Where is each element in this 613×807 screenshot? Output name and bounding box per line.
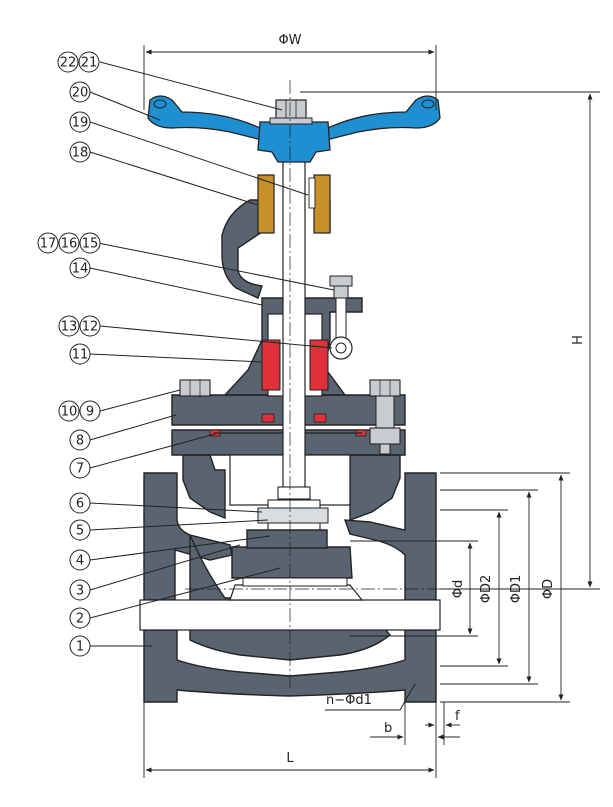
dim-L-label: L bbox=[286, 751, 294, 766]
callout-circle bbox=[69, 81, 91, 103]
callout-circle bbox=[37, 232, 59, 254]
callout-circle bbox=[58, 400, 80, 422]
callout-number: 8 bbox=[76, 434, 84, 449]
callout-number: 21 bbox=[81, 56, 98, 71]
callout-6: 6 bbox=[69, 492, 91, 514]
dim-L: L bbox=[143, 702, 437, 778]
callout-13-12: 13 12 bbox=[58, 315, 101, 337]
callout-number: 2 bbox=[76, 612, 84, 627]
callout-circle bbox=[69, 141, 91, 163]
callout-number: 9 bbox=[86, 405, 94, 420]
dim-W-label: ΦW bbox=[278, 33, 301, 48]
callout-number: 6 bbox=[76, 497, 84, 512]
dim-D: ΦD bbox=[440, 472, 570, 703]
callout-3: 3 bbox=[69, 579, 91, 601]
handwheel bbox=[147, 95, 441, 163]
callout-circle bbox=[69, 607, 91, 629]
callout-number: 22 bbox=[60, 56, 77, 71]
dim-b-f: b f bbox=[370, 702, 460, 745]
callout-number: 16 bbox=[61, 237, 78, 252]
lock-pin bbox=[308, 177, 316, 209]
callout-circle bbox=[69, 429, 91, 451]
valve-disc bbox=[231, 529, 353, 587]
callout-circle bbox=[69, 257, 91, 279]
callout-circle bbox=[69, 457, 91, 479]
packing bbox=[209, 339, 367, 437]
callout-4: 4 bbox=[69, 549, 91, 571]
yoke bbox=[221, 199, 263, 299]
callout-10-9: 10 9 bbox=[58, 400, 101, 422]
callout-number: 12 bbox=[82, 320, 99, 335]
dim-nd1-label: n−Φd1 bbox=[326, 693, 372, 708]
callout-circle bbox=[69, 519, 91, 541]
callout-circle bbox=[78, 51, 100, 73]
dim-nd1: n−Φd1 bbox=[325, 683, 416, 711]
bonnet-bolt-left bbox=[179, 379, 211, 397]
callout-circle bbox=[79, 232, 101, 254]
left-flange bbox=[143, 472, 233, 601]
callout-1: 1 bbox=[69, 635, 91, 657]
body-neck-right bbox=[349, 454, 401, 521]
callout-7: 7 bbox=[69, 457, 91, 479]
dim-H-label: H bbox=[571, 335, 586, 345]
dim-D1: ΦD1 bbox=[440, 489, 538, 685]
callout-circle bbox=[58, 315, 80, 337]
callout-circle bbox=[79, 400, 101, 422]
dim-W: ΦW bbox=[143, 33, 437, 110]
dim-D1-label: ΦD1 bbox=[509, 575, 524, 604]
callout-circle bbox=[69, 343, 91, 365]
dim-D2-label: ΦD2 bbox=[479, 575, 494, 604]
callout-20: 20 bbox=[69, 81, 91, 103]
callout-5: 5 bbox=[69, 519, 91, 541]
callout-number: 17 bbox=[40, 237, 57, 252]
dim-D2: ΦD2 bbox=[440, 509, 508, 667]
callout-14: 14 bbox=[69, 257, 91, 279]
callout-number: 14 bbox=[72, 262, 89, 277]
callout-circle bbox=[57, 51, 79, 73]
seat-cavity bbox=[229, 584, 364, 601]
callout-leaders bbox=[89, 61, 335, 647]
handwheel-nut bbox=[269, 99, 313, 125]
callout-17-16-15: 17 16 15 bbox=[37, 232, 101, 254]
callout-18: 18 bbox=[69, 141, 91, 163]
callout-number: 18 bbox=[72, 146, 89, 161]
callout-number: 13 bbox=[61, 320, 78, 335]
callout-number: 10 bbox=[61, 405, 78, 420]
callout-number: 1 bbox=[76, 640, 84, 655]
dim-d-label: Φd bbox=[451, 580, 466, 598]
callout-number: 4 bbox=[76, 554, 84, 569]
callout-8: 8 bbox=[69, 429, 91, 451]
callout-number: 11 bbox=[72, 348, 89, 363]
callout-number: 15 bbox=[82, 237, 99, 252]
dim-H: H bbox=[300, 91, 600, 590]
callout-circle bbox=[69, 549, 91, 571]
callout-number: 5 bbox=[76, 524, 84, 539]
callout-circle bbox=[69, 635, 91, 657]
callout-19: 19 bbox=[69, 111, 91, 133]
callout-circle bbox=[69, 492, 91, 514]
dim-b-label: b bbox=[384, 721, 392, 736]
gland-eyebolt bbox=[329, 275, 353, 360]
callout-number: 20 bbox=[72, 86, 89, 101]
callout-11: 11 bbox=[69, 343, 91, 365]
callout-number: 7 bbox=[76, 462, 84, 477]
callout-circle bbox=[69, 111, 91, 133]
callout-number: 19 bbox=[72, 116, 89, 131]
body-neck bbox=[182, 454, 226, 520]
dim-f-label: f bbox=[455, 709, 460, 724]
callout-2: 2 bbox=[69, 607, 91, 629]
dim-d: Φd bbox=[350, 540, 478, 637]
bonnet-bolt-right bbox=[369, 379, 401, 455]
callout-number: 3 bbox=[76, 584, 84, 599]
stem bbox=[257, 119, 329, 531]
callout-circle bbox=[79, 315, 101, 337]
callout-circle bbox=[58, 232, 80, 254]
callout-circle bbox=[69, 579, 91, 601]
right-flange bbox=[343, 472, 437, 601]
dim-D-label: ΦD bbox=[541, 579, 556, 599]
callout-22-21: 22 21 bbox=[57, 51, 100, 73]
